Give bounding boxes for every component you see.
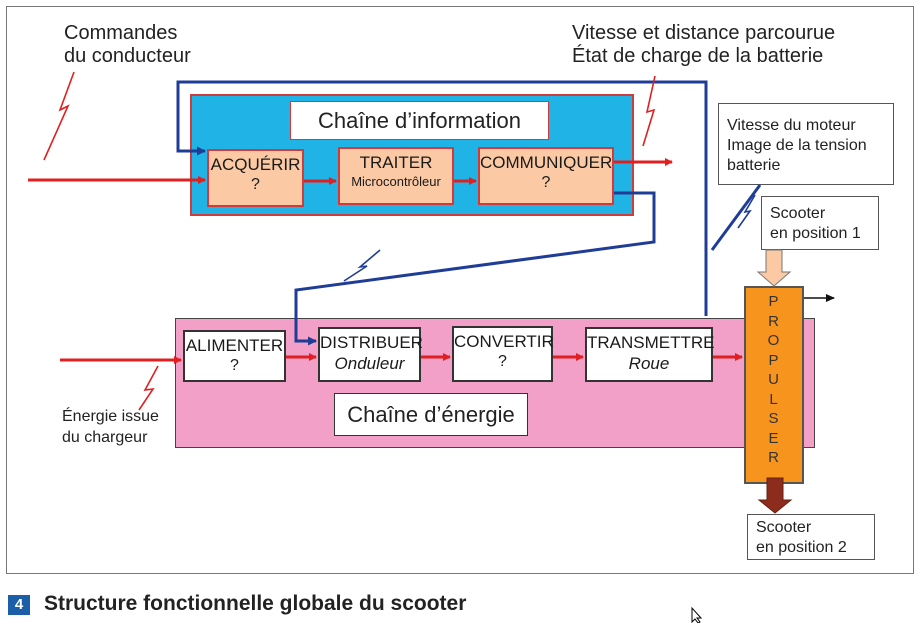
- driver-commands-label: Commandes du conducteur: [64, 22, 191, 67]
- propulser-letter: U: [768, 371, 780, 388]
- diagram-frame: [6, 6, 914, 574]
- propulser-letter: S: [768, 410, 780, 427]
- lightning-bolt-icon: [642, 75, 656, 147]
- acquerir-label: ACQUÉRIR: [210, 155, 301, 174]
- traiter-label: TRAITER: [359, 153, 433, 172]
- propulser-letter: P: [768, 351, 780, 369]
- caption-number-badge: 4: [8, 595, 30, 615]
- propulser-letter: P: [768, 293, 780, 310]
- lightning-bolt-icon: [138, 365, 159, 411]
- alimenter-detail: ?: [230, 357, 239, 374]
- lightning-bolt-icon: [737, 194, 756, 229]
- motor-info-note: Vitesse du moteur Image de la tension ba…: [718, 103, 894, 185]
- info-chain-title: Chaîne d’information: [290, 101, 549, 140]
- scooter-position-2-note: Scooter en position 2: [747, 514, 875, 560]
- distribuer-box: DISTRIBUER Onduleur: [318, 327, 423, 382]
- distribuer-detail: Onduleur: [334, 354, 405, 373]
- propulser-letter: E: [768, 429, 780, 447]
- speed-info-label: Vitesse et distance parcourue État de ch…: [572, 22, 836, 67]
- transmettre-box: TRANSMETTRE Roue: [585, 327, 715, 382]
- position-arrows: [756, 249, 835, 514]
- communiquer-box: COMMUNIQUER ?: [478, 147, 614, 205]
- position-1-arrow: [756, 249, 792, 287]
- convertir-box: CONVERTIR ?: [452, 326, 554, 382]
- lightning-bolt-icon: [343, 249, 381, 282]
- motor-note-link: [710, 184, 762, 251]
- transmettre-label: TRANSMETTRE: [587, 333, 715, 352]
- propulser-letter: R: [768, 449, 780, 466]
- alimenter-box: ALIMENTER ?: [183, 330, 286, 382]
- communiquer-label: COMMUNIQUER: [480, 153, 613, 172]
- figure-caption: Structure fonctionnelle globale du scoot…: [44, 592, 467, 615]
- traiter-box: TRAITER Microcontrôleur: [338, 147, 454, 205]
- transmettre-detail: Roue: [628, 354, 670, 373]
- command-link-to-distribuer: [294, 191, 656, 346]
- propulser-letter: L: [769, 390, 779, 408]
- traiter-detail: Microcontrôleur: [351, 174, 441, 189]
- communiquer-detail: ?: [541, 174, 551, 191]
- propulser-letter: R: [768, 312, 780, 330]
- scooter-position-1-note: Scooter en position 1: [761, 196, 879, 250]
- charger-energy-label: Énergie issue du chargeur: [62, 408, 159, 446]
- blue-info-links: [176, 80, 762, 346]
- distribuer-label: DISTRIBUER: [320, 333, 423, 352]
- energy-chain-title: Chaîne d’énergie: [334, 393, 528, 436]
- convertir-detail: ?: [498, 353, 507, 370]
- position-2-arrow: [757, 477, 793, 514]
- acquerir-detail: ?: [251, 176, 260, 193]
- lightning-bolts: [43, 71, 756, 411]
- propulser-block: P R O P U L S E R: [744, 286, 804, 484]
- lightning-bolt-icon: [43, 71, 75, 161]
- alimenter-label: ALIMENTER: [185, 336, 284, 355]
- mouse-cursor-icon: [691, 606, 703, 623]
- convertir-label: CONVERTIR: [454, 332, 554, 351]
- propulser-letter: O: [767, 332, 781, 349]
- red-flow-arrows: [28, 158, 743, 364]
- feedback-link-to-acquerir: [176, 80, 708, 316]
- acquerir-box: ACQUÉRIR ?: [207, 149, 304, 207]
